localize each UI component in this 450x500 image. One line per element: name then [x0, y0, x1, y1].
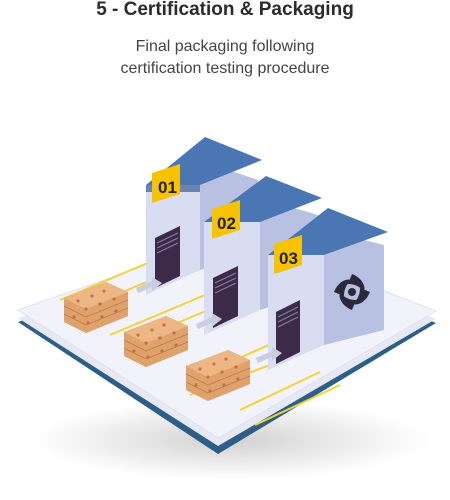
arrows — [136, 277, 282, 363]
building-3-door-frame — [276, 300, 300, 364]
building-2-door — [213, 266, 238, 328]
building-3: 03 — [268, 208, 388, 370]
path-line-7 — [254, 384, 341, 426]
building-3-label-bg — [274, 235, 302, 274]
arrow-right-icon — [256, 347, 282, 363]
building-3-side-wall — [324, 230, 384, 345]
page-subtitle: Final packaging following certification … — [0, 36, 450, 80]
crate-stack-2 — [123, 316, 189, 367]
swirl-logo-icon — [334, 274, 370, 310]
building-1-label-bg — [152, 164, 180, 203]
building-2-number: 02 — [217, 214, 236, 233]
building-1-door — [155, 226, 180, 288]
subtitle-line-2: certification testing procedure — [120, 60, 330, 77]
crate-stack-1 — [63, 282, 129, 333]
building-1-number: 01 — [158, 178, 177, 197]
building-2-label-bg — [212, 200, 240, 239]
arrow-right-icon — [196, 313, 222, 329]
page-title: 5 - Certification & Packaging — [96, 0, 354, 20]
building-3-door — [276, 300, 300, 364]
subtitle-line-1: Final packaging following — [135, 38, 315, 55]
path-line-8 — [239, 371, 321, 411]
arrow-right-icon — [136, 277, 162, 293]
crate-stack-3 — [185, 350, 251, 401]
building-3-number: 03 — [279, 249, 298, 268]
